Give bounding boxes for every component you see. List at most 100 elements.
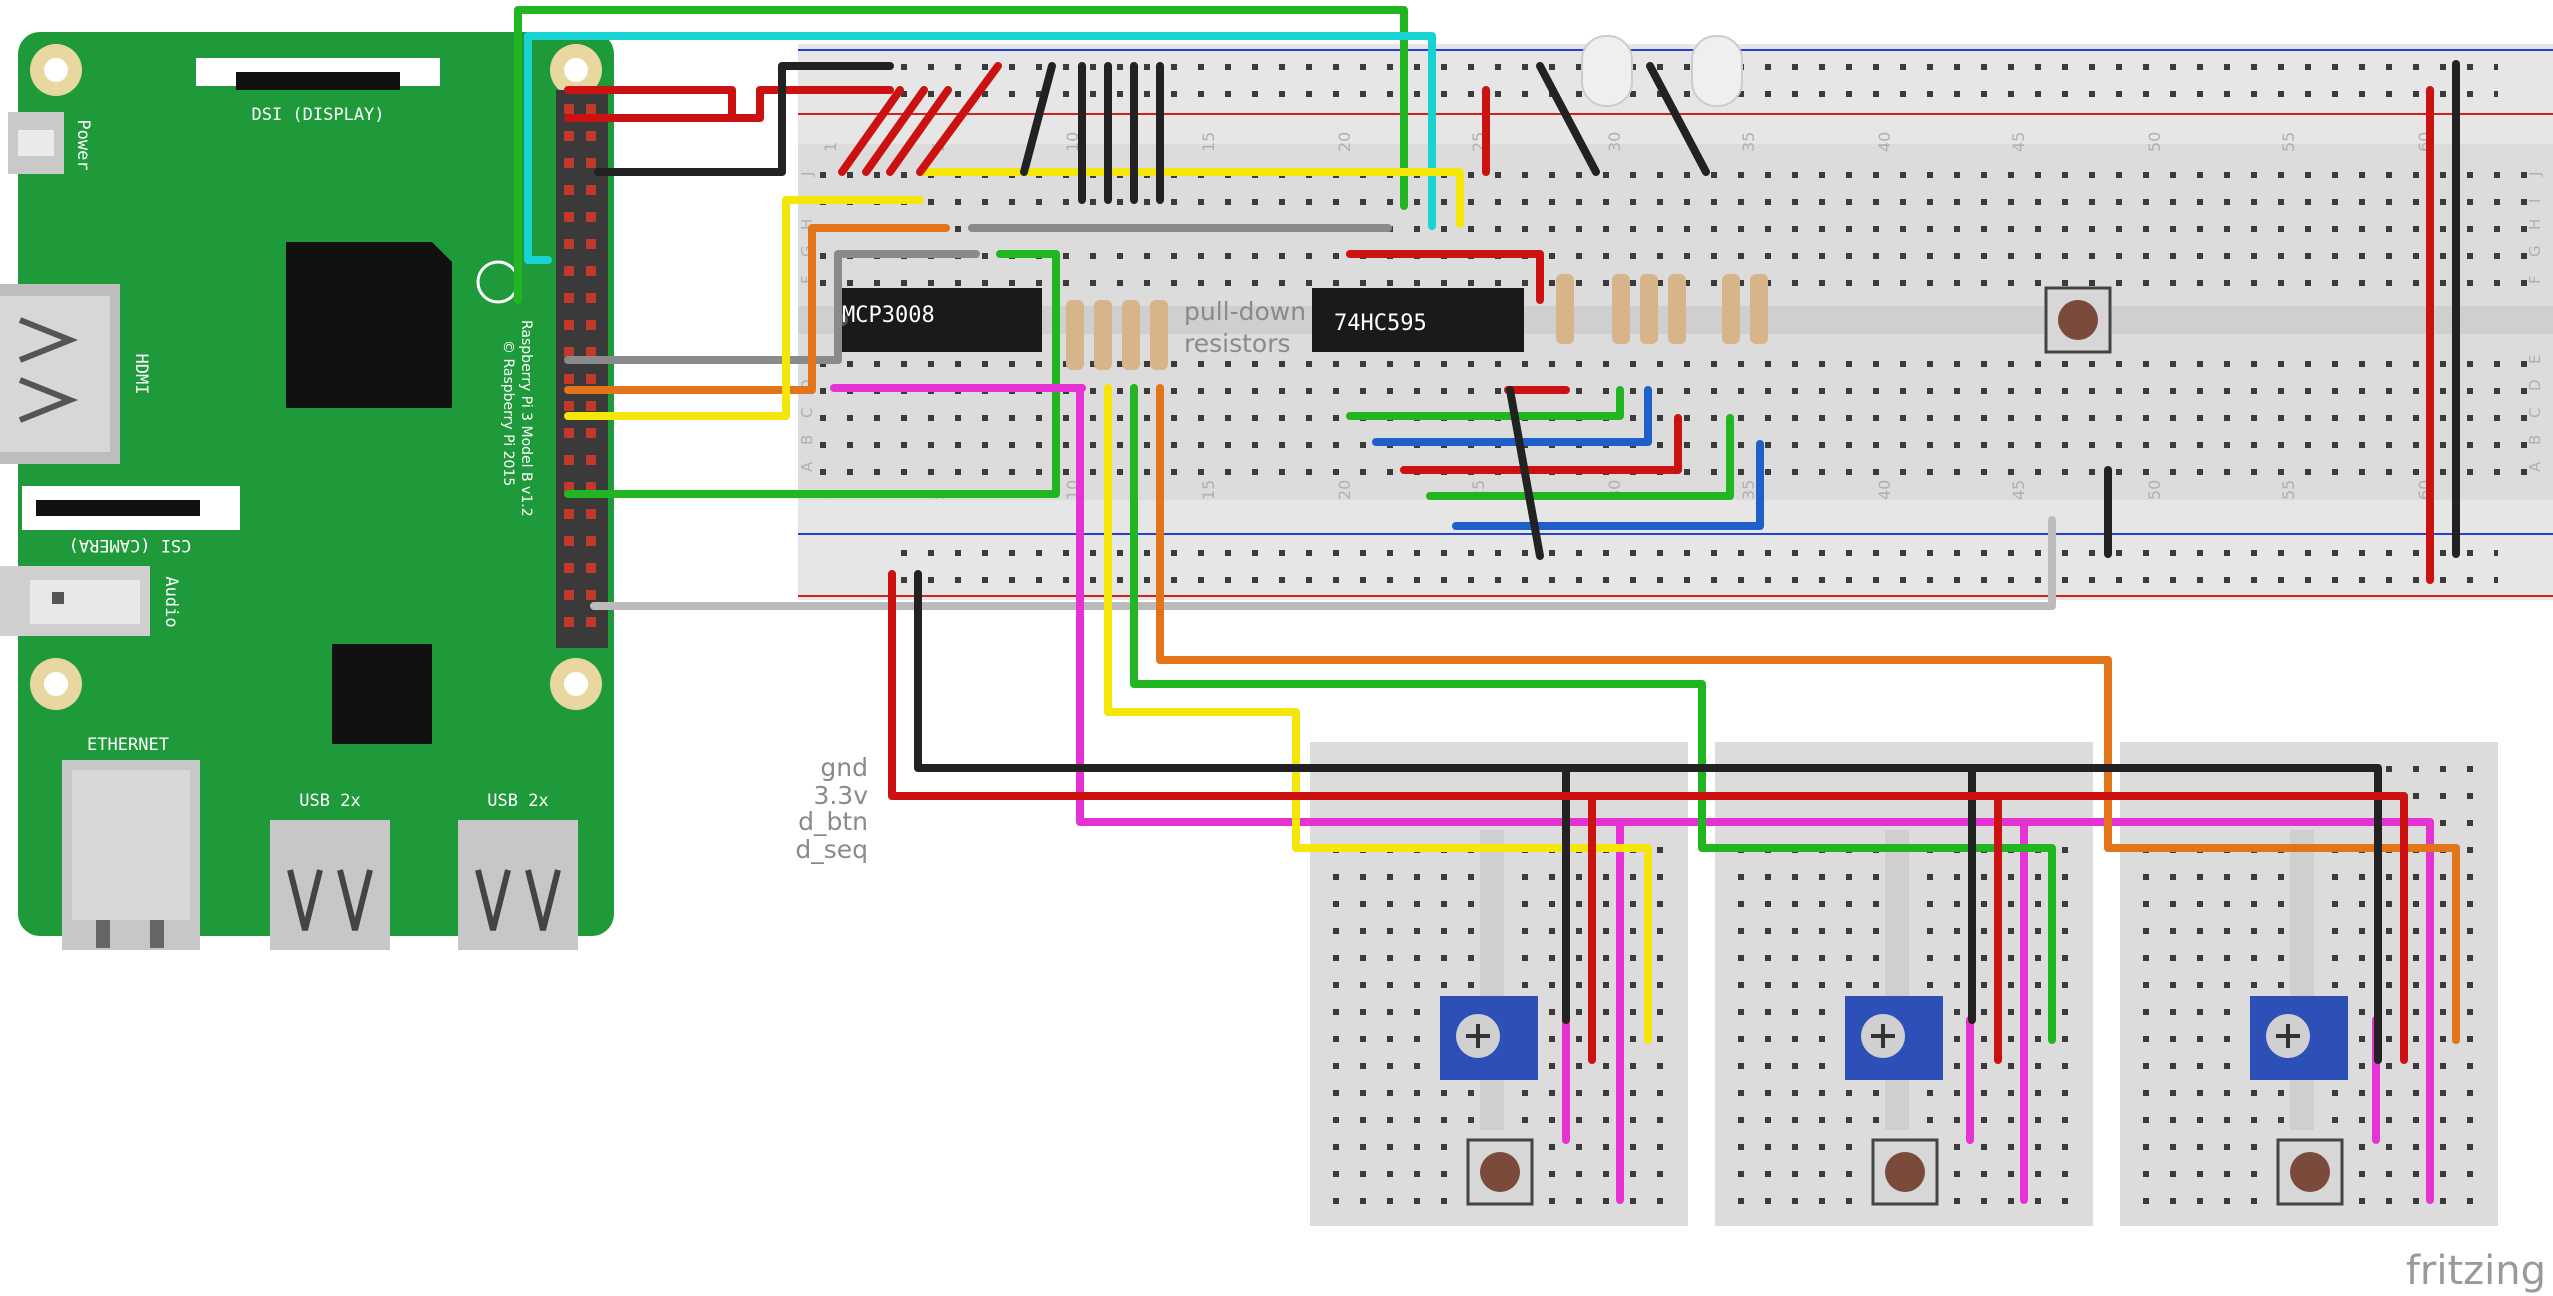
column-number: 20 — [1335, 132, 1354, 152]
push-button-1 — [1466, 1138, 1534, 1206]
gpio-pin — [586, 131, 596, 141]
gpio-pin — [564, 239, 574, 249]
gpio-pin — [586, 617, 596, 627]
row-letter: G — [798, 245, 816, 257]
pi-model-line2: © Raspberry Pi 2015 — [500, 340, 516, 486]
row-letter: A — [2526, 461, 2544, 472]
row-letter: E — [2526, 355, 2544, 364]
row-letter: C — [798, 408, 816, 418]
pi-model-line1: Raspberry Pi 3 Model B v1.2 — [518, 320, 534, 517]
gpio-pin — [586, 104, 596, 114]
gpio-pin — [586, 320, 596, 330]
row-letter: A — [798, 461, 816, 472]
row-letter: J — [798, 172, 816, 177]
gpio-pin — [564, 293, 574, 303]
column-number: 55 — [2279, 480, 2298, 500]
mcp3008-label: MCP3008 — [842, 303, 935, 328]
column-number: 40 — [1875, 480, 1894, 500]
row-letter: B — [798, 435, 816, 445]
gpio-pin — [586, 563, 596, 573]
row-letter: H — [2526, 219, 2544, 230]
gpio-pin — [564, 104, 574, 114]
csi-label: CSI (CAMERA) — [69, 535, 192, 555]
column-number: 45 — [2009, 132, 2028, 152]
column-number: 35 — [1739, 132, 1758, 152]
hdmi-label: HDMI — [131, 354, 151, 395]
pull-down-annotation-line2: resistors — [1184, 329, 1291, 358]
column-number: 50 — [2145, 480, 2164, 500]
gpio-pin — [564, 212, 574, 222]
bus-label-d-seq: d_seq — [795, 835, 868, 864]
gpio-pin — [564, 347, 574, 357]
gpio-pin — [564, 131, 574, 141]
gpio-pin — [564, 374, 574, 384]
gpio-pin — [564, 320, 574, 330]
gpio-pin — [586, 455, 596, 465]
column-number: 55 — [2279, 132, 2298, 152]
gpio-pin — [586, 266, 596, 276]
potentiometer-2 — [1845, 996, 1943, 1080]
gpio-pin — [586, 428, 596, 438]
rgb-led-2 — [1691, 35, 1743, 107]
gpio-pin — [586, 590, 596, 600]
potentiometer-1 — [1440, 996, 1538, 1080]
row-letter: G — [2526, 245, 2544, 257]
audio-label: Audio — [161, 576, 181, 627]
rgb-led-1 — [1581, 35, 1633, 107]
gpio-pin — [564, 509, 574, 519]
gpio-pin — [564, 185, 574, 195]
power-label: Power — [73, 119, 93, 170]
gpio-pin — [586, 374, 596, 384]
column-number: 50 — [2145, 132, 2164, 152]
gpio-pin — [586, 239, 596, 249]
row-letter: F — [2526, 275, 2544, 284]
gpio-pin — [586, 158, 596, 168]
column-number: 35 — [1739, 480, 1758, 500]
row-letter: D — [2526, 379, 2544, 391]
push-button-3 — [2276, 1138, 2344, 1206]
row-letter: C — [2526, 408, 2544, 418]
wires — [514, 6, 2460, 1204]
bus-label-gnd: gnd — [820, 753, 868, 782]
gpio-pin — [586, 536, 596, 546]
gpio-pin — [564, 401, 574, 411]
gpio-pin — [586, 185, 596, 195]
row-letter: B — [2526, 435, 2544, 445]
column-number: 15 — [1199, 480, 1218, 500]
push-button-2 — [1871, 1138, 1939, 1206]
gpio-pin — [586, 509, 596, 519]
gpio-pin — [564, 563, 574, 573]
gpio-pin — [564, 455, 574, 465]
resistor-group — [1066, 274, 1768, 370]
row-letter: D — [798, 379, 816, 391]
pull-down-annotation-line1: pull-down — [1184, 297, 1306, 326]
column-number: 20 — [1335, 480, 1354, 500]
gpio-pin — [586, 347, 596, 357]
gpio-pin — [564, 536, 574, 546]
row-letter: F — [798, 275, 816, 284]
gpio-pin — [564, 617, 574, 627]
raspberry-pi-board: DSI (DISPLAY) HDMI Power CSI (CAMERA) Au… — [0, 32, 614, 950]
gpio-pin — [586, 212, 596, 222]
gpio-header — [556, 90, 608, 648]
bus-label-3v3: 3.3v — [813, 781, 868, 810]
ethernet-label: ETHERNET — [87, 735, 169, 755]
column-number: 30 — [1605, 132, 1624, 152]
row-letter: I — [2526, 199, 2544, 203]
dsi-label: DSI (DISPLAY) — [251, 105, 384, 125]
gpio-pin — [564, 158, 574, 168]
fritzing-watermark: fritzing — [2406, 1248, 2546, 1294]
potentiometer-3 — [2250, 996, 2348, 1080]
gpio-pin — [564, 428, 574, 438]
column-number: 10 — [1063, 132, 1082, 152]
column-number: 40 — [1875, 132, 1894, 152]
usb2-label: USB 2x — [487, 791, 548, 811]
bus-label-d-btn: d_btn — [798, 807, 868, 836]
column-number: 1 — [821, 142, 840, 152]
usb1-label: USB 2x — [299, 791, 360, 811]
gpio-pin — [586, 482, 596, 492]
gpio-pin — [586, 293, 596, 303]
column-number: 15 — [1199, 132, 1218, 152]
mcp3008-chip: MCP3008 — [836, 288, 1042, 352]
